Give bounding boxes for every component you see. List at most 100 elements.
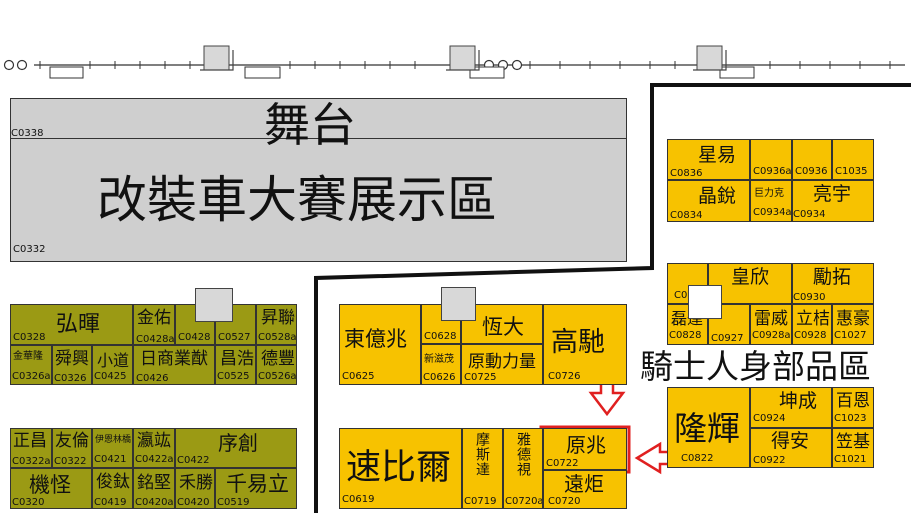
booth-C0936a[interactable]: C0936a — [750, 139, 792, 180]
booth-code: C0725 — [464, 372, 497, 383]
booth-C0425[interactable]: 小道 C0425 — [92, 345, 133, 385]
booth-code: C0425 — [94, 371, 127, 382]
booth-C0519[interactable]: 千易立 C0519 — [215, 468, 297, 509]
booth-code: C0722 — [546, 458, 579, 469]
booth-code: C0927 — [711, 333, 744, 344]
booth-name: 新滋茂 — [424, 354, 454, 365]
booth-C0326a[interactable]: 金華隆 C0326a — [10, 345, 52, 385]
booth-code: C0320 — [12, 497, 45, 508]
booth-C0626[interactable]: 新滋茂 C0626 — [421, 344, 461, 385]
booth-C0426[interactable]: 日商業猷 C0426 — [133, 345, 215, 385]
pillar — [441, 287, 476, 321]
booth-name: 雅德視 — [515, 432, 531, 477]
booth-code: C0834 — [670, 210, 703, 221]
booth-C0928[interactable]: 立桔 C0928 — [792, 304, 832, 345]
booth-name: 雷威 — [754, 309, 788, 329]
booth-code: C0426 — [136, 373, 169, 384]
booth-C0822[interactable]: 隆輝 C0822 — [667, 387, 750, 468]
booth-C1023[interactable]: 百恩 C1023 — [832, 387, 874, 428]
booth-code: C0928a — [752, 330, 791, 341]
booth-name: 遠炬 — [564, 472, 604, 496]
booth-C0422a[interactable]: 瀛竑 C0422a — [133, 428, 175, 468]
booth-name: 立桔 — [796, 309, 830, 329]
booth-C0936[interactable]: C0936 — [792, 139, 832, 180]
booth-C0928a[interactable]: 雷威 C0928a — [750, 304, 792, 345]
booth-C0619[interactable]: 速比爾 C0619 — [339, 428, 462, 509]
booth-name: 友倫 — [55, 431, 89, 451]
booth-code: C0322 — [54, 456, 87, 467]
booth-C0834[interactable]: 晶銳 C0834 — [667, 180, 750, 222]
booth-name: 小道 — [97, 351, 130, 370]
booth-code: C0720a — [505, 496, 543, 507]
booth-C0934a[interactable]: 巨力克 C0934a — [750, 180, 792, 222]
booth-name: 原動力量 — [468, 352, 536, 372]
booth-code: C0422 — [177, 455, 210, 466]
booth-C0526a[interactable]: 德豐 C0526a — [256, 345, 297, 385]
stage-subtitle: 改裝車大賽展示區 — [97, 171, 497, 229]
booth-code: C0519 — [217, 497, 250, 508]
booth-C0326[interactable]: 舜興 C0326 — [52, 345, 92, 385]
stage-area[interactable]: 舞台 C0338 改裝車大賽展示區 C0332 — [10, 98, 627, 262]
pillar — [688, 285, 722, 319]
booth-name: 千易立 — [226, 472, 289, 496]
booth-name: 摩斯達 — [474, 432, 490, 477]
booth-C1021[interactable]: 笠基 C1021 — [832, 428, 874, 468]
booth-C0836[interactable]: 星易 C0836 — [667, 139, 750, 180]
booth-code: C0420a — [135, 497, 174, 508]
booth-C0428a[interactable]: 金佑 C0428a — [133, 304, 175, 345]
booth-C0525[interactable]: 昌浩 C0525 — [215, 345, 256, 385]
pillar — [195, 288, 233, 322]
booth-code: C0619 — [342, 494, 375, 505]
booth-C0924[interactable]: 坤成 C0924 — [750, 387, 832, 428]
booth-name: 高馳 — [551, 327, 605, 358]
booth-C0420[interactable]: 禾勝 C0420 — [175, 468, 215, 509]
booth-C0322a[interactable]: 正昌 C0322a — [10, 428, 52, 468]
booth-code: C1027 — [834, 330, 867, 341]
booth-C0934[interactable]: 亮宇 C0934 — [792, 180, 874, 222]
booth-C0720[interactable]: 遠炬 C0720 — [543, 470, 627, 509]
booth-name: 速比爾 — [346, 448, 452, 488]
booth-name: 德豐 — [261, 349, 295, 369]
booth-C1035[interactable]: C1035 — [832, 139, 874, 180]
booth-name: 禾勝 — [179, 473, 213, 493]
booth-name: 笠基 — [836, 432, 870, 452]
booth-C0421[interactable]: 伊恩林橋 C0421 — [92, 428, 133, 468]
booth-code: C0934 — [793, 209, 826, 220]
booth-name: 晶銳 — [698, 185, 737, 207]
booth-code: C0420 — [177, 497, 210, 508]
booth-code: C0930 — [793, 292, 826, 303]
booth-C0322[interactable]: 友倫 C0322 — [52, 428, 92, 468]
booth-code: C0720 — [548, 496, 581, 507]
booth-name: 序創 — [218, 431, 258, 455]
booth-name: 昇聯 — [261, 308, 295, 328]
booth-name: 正昌 — [13, 431, 47, 451]
booth-code: C0322a — [12, 456, 51, 467]
booth-name: 坤成 — [779, 390, 818, 412]
booth-C0720a[interactable]: 雅德視 C0720a — [503, 428, 543, 509]
booth-name: 恆大 — [482, 315, 524, 339]
booth-code: C0922 — [753, 455, 786, 466]
booth-C0320[interactable]: 機怪 C0320 — [10, 468, 92, 509]
booth-name: 瀛竑 — [137, 431, 171, 451]
booth-C0830b[interactable]: 皇欣 — [708, 263, 792, 304]
booth-name: 伊恩林橋 — [95, 435, 132, 445]
booth-C0422[interactable]: 序創 C0422 — [175, 428, 297, 468]
booth-C0922[interactable]: 得安 C0922 — [750, 428, 832, 468]
booth-code: C0936 — [795, 166, 828, 177]
booth-C0625[interactable]: 東億兆 C0625 — [339, 304, 421, 385]
booth-C1027[interactable]: 惠豪 C1027 — [832, 304, 874, 345]
booth-C0528a[interactable]: 昇聯 C0528a — [256, 304, 297, 345]
booth-C0930[interactable]: 勵拓 C0930 — [792, 263, 874, 304]
booth-C0719[interactable]: 摩斯達 C0719 — [462, 428, 503, 509]
booth-C0828[interactable]: 磊達 C0828 — [667, 304, 708, 345]
booth-C0328[interactable]: 弘暉 C0328 — [10, 304, 133, 345]
booth-C0726[interactable]: 高馳 C0726 — [543, 304, 627, 385]
zone-label: 騎士人身部品區 — [640, 347, 871, 386]
booth-C0725[interactable]: 原動力量 C0725 — [461, 344, 543, 385]
booth-code: C0428a — [136, 334, 175, 345]
booth-C0419[interactable]: 俊鈦 C0419 — [92, 468, 133, 509]
booth-C0722[interactable]: 原兆 C0722 — [543, 428, 627, 470]
booth-name: 銘堅 — [137, 473, 171, 493]
booth-C0420a[interactable]: 銘堅 C0420a — [133, 468, 175, 509]
